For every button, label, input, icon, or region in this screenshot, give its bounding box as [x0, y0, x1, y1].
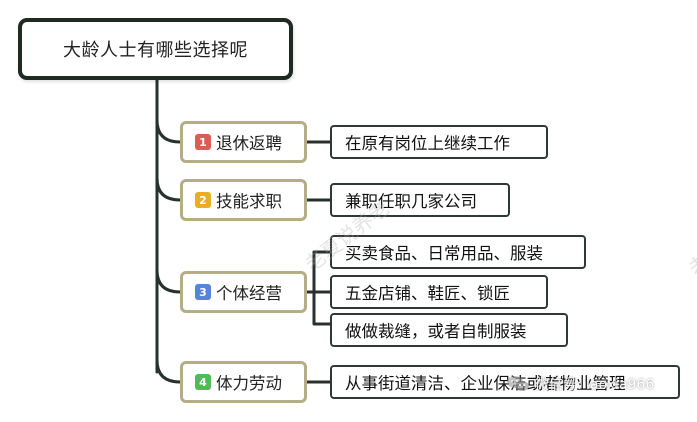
leaf-node-3-1: 买卖食品、日常用品、服装 — [330, 235, 586, 269]
leaf-label-3-1: 买卖食品、日常用品、服装 — [345, 244, 543, 263]
branch-node-4: 4 体力劳动 — [180, 361, 307, 403]
branch-number-badge-4: 4 — [195, 374, 211, 390]
leaf-node-3-3: 做做裁缝，或者自制服装 — [330, 313, 568, 347]
leaf-node-2-1: 兼职任职几家公司 — [330, 183, 510, 217]
branch-2-connector — [155, 176, 182, 202]
branch-number-badge-1: 1 — [195, 134, 211, 150]
root-title: 大龄人士有哪些选择呢 — [63, 40, 248, 61]
root-node: 大龄人士有哪些选择呢 — [18, 18, 293, 80]
branch-label-1: 退休返聘 — [216, 134, 282, 153]
leaf-node-3-2: 五金店铺、鞋匠、锁匠 — [330, 275, 548, 309]
leaf-label-3-2: 五金店铺、鞋匠、锁匠 — [345, 284, 510, 303]
branch-number-badge-3: 3 — [195, 284, 211, 300]
leaf-node-1-1: 在原有岗位上继续工作 — [330, 125, 548, 159]
branch-1-connector — [155, 118, 182, 144]
leaf-label-2-1: 兼职任职几家公司 — [345, 192, 477, 211]
branch-node-1: 1 退休返聘 — [180, 121, 307, 163]
branch-node-3: 3 个体经营 — [180, 271, 307, 313]
branch-number-badge-2: 2 — [195, 192, 211, 208]
branch-label-3: 个体经营 — [216, 284, 282, 303]
leaf-3-connector — [305, 250, 332, 326]
branch-node-2: 2 技能求职 — [180, 179, 307, 221]
branch-label-2: 技能求职 — [216, 192, 282, 211]
leaf-label-4-1: 从事街道清洁、企业保洁或者物业管理 — [345, 374, 626, 393]
branch-label-4: 体力劳动 — [216, 374, 282, 393]
branch-3-connector — [155, 268, 182, 294]
leaf-label-3-3: 做做裁缝，或者自制服装 — [345, 322, 527, 341]
branch-4-connector — [155, 358, 182, 384]
leaf-label-1-1: 在原有岗位上继续工作 — [345, 134, 510, 153]
leaf-node-4-1: 从事街道清洁、企业保洁或者物业管理 — [330, 365, 680, 399]
